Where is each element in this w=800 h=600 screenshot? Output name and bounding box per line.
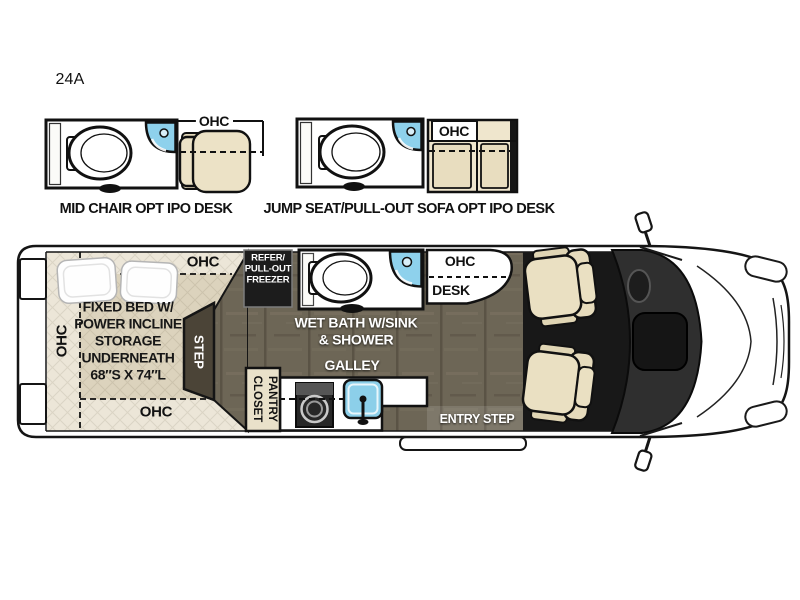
option2-diagram (295, 117, 519, 194)
step-label: STEP (191, 335, 207, 369)
option1-door-swing (99, 184, 121, 193)
option2-cabinet (299, 121, 313, 185)
option1-cabinet (48, 122, 62, 186)
option2-toilet-icon (318, 124, 386, 180)
faucet (357, 419, 369, 425)
pantry-label: PANTRY (265, 376, 278, 422)
ohc-left-label: OHC (53, 324, 71, 358)
ohc-top-label: OHC (186, 253, 220, 271)
rear-bumper-top (19, 258, 47, 300)
bath-door-swing (340, 304, 364, 313)
wet-bath-box (297, 248, 425, 313)
steering-wheel-icon (627, 269, 651, 303)
desk-label: DESK (432, 282, 470, 298)
option2-ohc-label: OHC (438, 123, 470, 139)
option2-showerhead-dot (406, 126, 416, 137)
refrigerator-label: REFER/ PULL-OUT FREEZER (244, 252, 292, 286)
exterior-step (399, 436, 527, 451)
headlight-top (744, 255, 788, 283)
option2-ohc-cell (431, 120, 478, 142)
refrigerator-box (243, 249, 293, 308)
pillow (119, 260, 179, 305)
ohc-bottom-label: OHC (139, 403, 173, 421)
hood-details (639, 246, 788, 437)
center-console (632, 312, 688, 371)
entry-step-area (427, 406, 523, 431)
entry-step-label: ENTRY STEP (439, 411, 515, 426)
grille-line (772, 297, 778, 386)
step-platform (182, 300, 216, 402)
stove-icon (295, 382, 334, 428)
option2-caption: JUMP SEAT/PULL-OUT SOFA OPT IPO DESK (263, 200, 555, 217)
option1-shower-icon (144, 121, 177, 154)
main-floorplan (16, 211, 791, 472)
pillow (56, 256, 118, 305)
option1-caption: MID CHAIR OPT IPO DESK (59, 200, 233, 217)
showerhead-dot (401, 256, 413, 268)
option1-showerhead-dot (159, 128, 169, 138)
shower-icon (388, 250, 423, 288)
rear-bumper-bottom (19, 383, 47, 425)
option2-sofa-icon (426, 118, 519, 194)
passenger-seat (521, 342, 596, 424)
closet-pantry-box (244, 366, 282, 433)
desk-ohc-label: OHC (444, 253, 476, 269)
wet-bath-label: WET BATH W/SINK & SHOWER (294, 314, 418, 348)
option1-diagram (44, 118, 264, 194)
cab-area (521, 246, 703, 434)
galley-label: GALLEY (324, 357, 380, 373)
toilet-icon (309, 252, 373, 304)
sink-icon (342, 378, 384, 425)
headlight-bottom (744, 400, 788, 428)
option1-chair-icon (178, 129, 252, 194)
driver-seat (523, 246, 598, 328)
closet-label: CLOSET (250, 375, 263, 423)
bed-label: FIXED BED W/ POWER INCLINE STORAGE UNDER… (74, 298, 182, 383)
option2-door-swing (343, 182, 365, 191)
option1-ohc-label: OHC (195, 114, 233, 128)
option1-toilet-icon (67, 125, 133, 181)
model-label: 24A (55, 71, 85, 88)
